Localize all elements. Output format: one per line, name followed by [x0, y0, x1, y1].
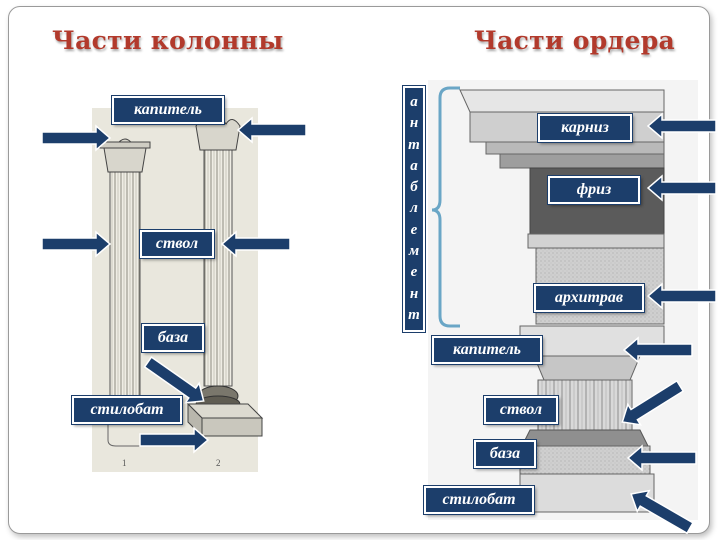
- label-left-stylobate: стилобат: [71, 395, 183, 425]
- right-title: Части ордера: [474, 26, 675, 55]
- entablature-letter: т: [408, 306, 420, 323]
- figure-number-1: 1: [122, 458, 127, 468]
- entablature-letter: е: [410, 221, 418, 238]
- order-stylobate: [519, 473, 655, 513]
- label-entablature-vertical: а н т а б л е м е н т: [402, 85, 426, 333]
- order-capital-echinus: [533, 355, 641, 381]
- architrave-moulding: [527, 233, 665, 249]
- label-left-shaft: ствол: [139, 229, 215, 259]
- entablature-letter: н: [409, 285, 419, 302]
- label-right-frieze: фриз: [547, 175, 641, 205]
- column2-shaft: [203, 149, 233, 387]
- label-right-stylobate: стилобат: [423, 485, 535, 515]
- arrow-left-capital-2: [237, 117, 307, 143]
- arrow-left-shaft-1: [41, 231, 111, 257]
- cornice-lower-moulding: [499, 153, 665, 169]
- entablature-letter: н: [409, 115, 419, 132]
- label-left-capital: капитель: [111, 95, 225, 125]
- entablature-letter: а: [410, 157, 418, 174]
- label-right-shaft: ствол: [483, 395, 559, 425]
- entablature-letter: е: [410, 264, 418, 281]
- label-right-base: база: [473, 439, 537, 469]
- label-left-base: база: [141, 323, 205, 353]
- figure-number-2: 2: [216, 458, 221, 468]
- label-right-capital: капитель: [431, 335, 543, 365]
- stylobate-front: [201, 417, 263, 437]
- label-right-cornice: карниз: [537, 113, 633, 143]
- entablature-bracket: [431, 86, 460, 328]
- cornice-moulding: [485, 141, 665, 155]
- left-title: Части колонны: [52, 26, 284, 55]
- entablature-letter: м: [408, 242, 420, 259]
- label-right-architrave: архитрав: [533, 283, 645, 313]
- column1-shaft: [109, 169, 141, 407]
- entablature-letter: т: [408, 136, 420, 153]
- entablature-letter: а: [410, 94, 418, 111]
- order-base-plinth: [519, 445, 651, 475]
- column1-ground-line: [107, 406, 150, 447]
- cornice-top: [459, 89, 665, 113]
- column1-abacus: [99, 141, 151, 149]
- order-base-upper: [521, 429, 649, 447]
- entablature-letter: л: [410, 200, 418, 217]
- entablature-letter: б: [410, 179, 418, 196]
- arrow-left-capital-1: [41, 125, 111, 151]
